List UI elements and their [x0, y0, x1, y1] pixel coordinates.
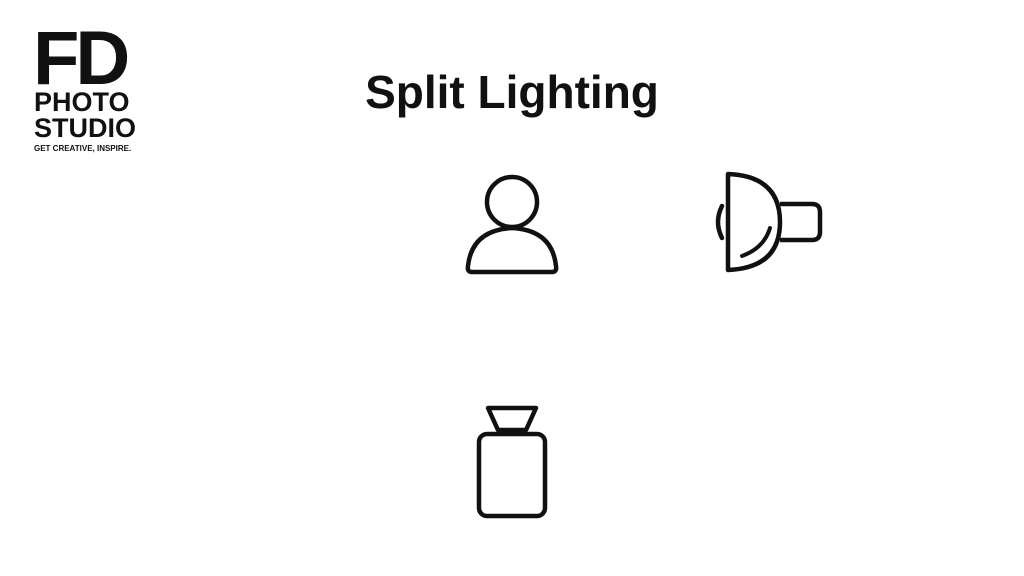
logo-tagline: GET CREATIVE, INSPIRE. — [34, 144, 131, 153]
logo-line-1: FD — [33, 24, 127, 101]
logo-line-3: STUDIO — [34, 113, 136, 143]
diagram-title: Split Lighting — [365, 66, 659, 118]
person-icon — [462, 172, 562, 278]
studio-light-icon — [710, 168, 826, 276]
camera-icon — [474, 402, 550, 522]
logo-line-2: PHOTO — [34, 87, 130, 117]
brand-logo: FD PHOTO STUDIO GET CREATIVE, INSPIRE. — [33, 24, 148, 154]
